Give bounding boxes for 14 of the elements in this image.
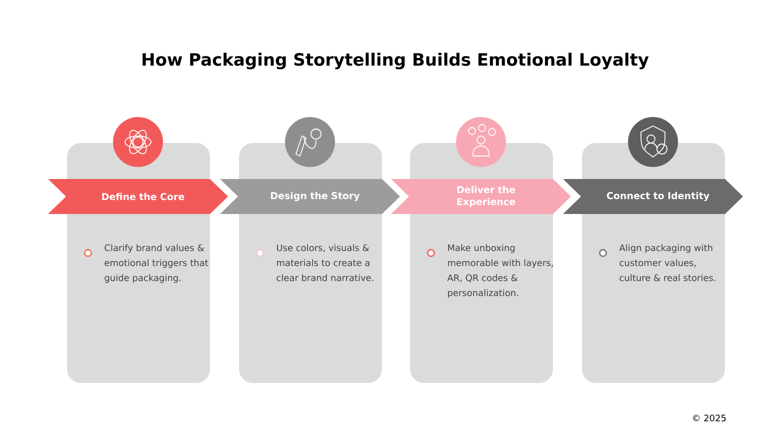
step-description: Clarify brand values & emotional triggers that guide packaging. xyxy=(104,244,208,283)
chevron-banner xyxy=(48,179,228,214)
step-heading: Deliver the Experience xyxy=(457,186,516,208)
step-description: Align packaging with customer values, culture & real stories. xyxy=(619,244,716,282)
chevron-banner xyxy=(391,179,571,214)
title: How Packaging Storytelling Builds Emotional Loyalty xyxy=(142,52,649,70)
step-description: Make unboxing memorable with layers, AR, QR codes & personalization. xyxy=(447,244,553,298)
step-heading: Define the Core xyxy=(102,192,184,200)
step-heading: Connect to Identity xyxy=(606,192,710,202)
step-description: Use colors, visuals & materials to create a clear brand narrative. xyxy=(276,244,374,282)
step-heading: Design the Story xyxy=(271,192,360,202)
chevron-banner xyxy=(220,179,400,214)
chevron-banner xyxy=(563,179,743,214)
copyright-note: © 2025 xyxy=(692,414,726,422)
